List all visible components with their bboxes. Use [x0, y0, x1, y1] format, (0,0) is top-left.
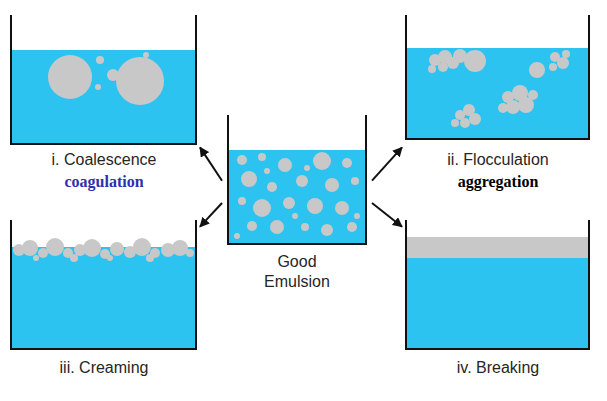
emulsion-beaker: [227, 115, 367, 245]
transition-arrow: [372, 147, 402, 180]
state-label: Good Emulsion: [247, 252, 347, 292]
transition-arrow: [200, 147, 222, 180]
transition-arrow: [200, 203, 222, 227]
creaming-beaker: [10, 220, 197, 350]
state-label: i. Coalescence: [8, 150, 200, 170]
label-group: ii. Flocculation aggregation: [402, 150, 594, 191]
transition-arrow: [372, 203, 402, 227]
state-label: iii. Creaming: [8, 358, 200, 378]
flocculation-beaker: [405, 15, 590, 140]
state-label: ii. Flocculation: [402, 150, 594, 170]
state-label: iv. Breaking: [402, 358, 594, 378]
label-group: Good Emulsion: [222, 252, 372, 292]
breaking-beaker: [405, 220, 590, 350]
beaker-panel: iii. Creaming: [8, 215, 200, 382]
beaker-panel: i. Coalescence coagulation: [8, 12, 200, 195]
alt-term: aggregation: [402, 173, 594, 191]
beaker-panel: iv. Breaking: [402, 215, 594, 382]
label-group: i. Coalescence coagulation: [8, 150, 200, 191]
beaker-panel: Good Emulsion: [222, 110, 372, 296]
label-group: iv. Breaking: [402, 358, 594, 378]
coalescence-beaker: [10, 15, 197, 145]
label-group: iii. Creaming: [8, 358, 200, 378]
alt-term: coagulation: [8, 173, 200, 191]
beaker-panel: ii. Flocculation aggregation: [402, 12, 594, 195]
